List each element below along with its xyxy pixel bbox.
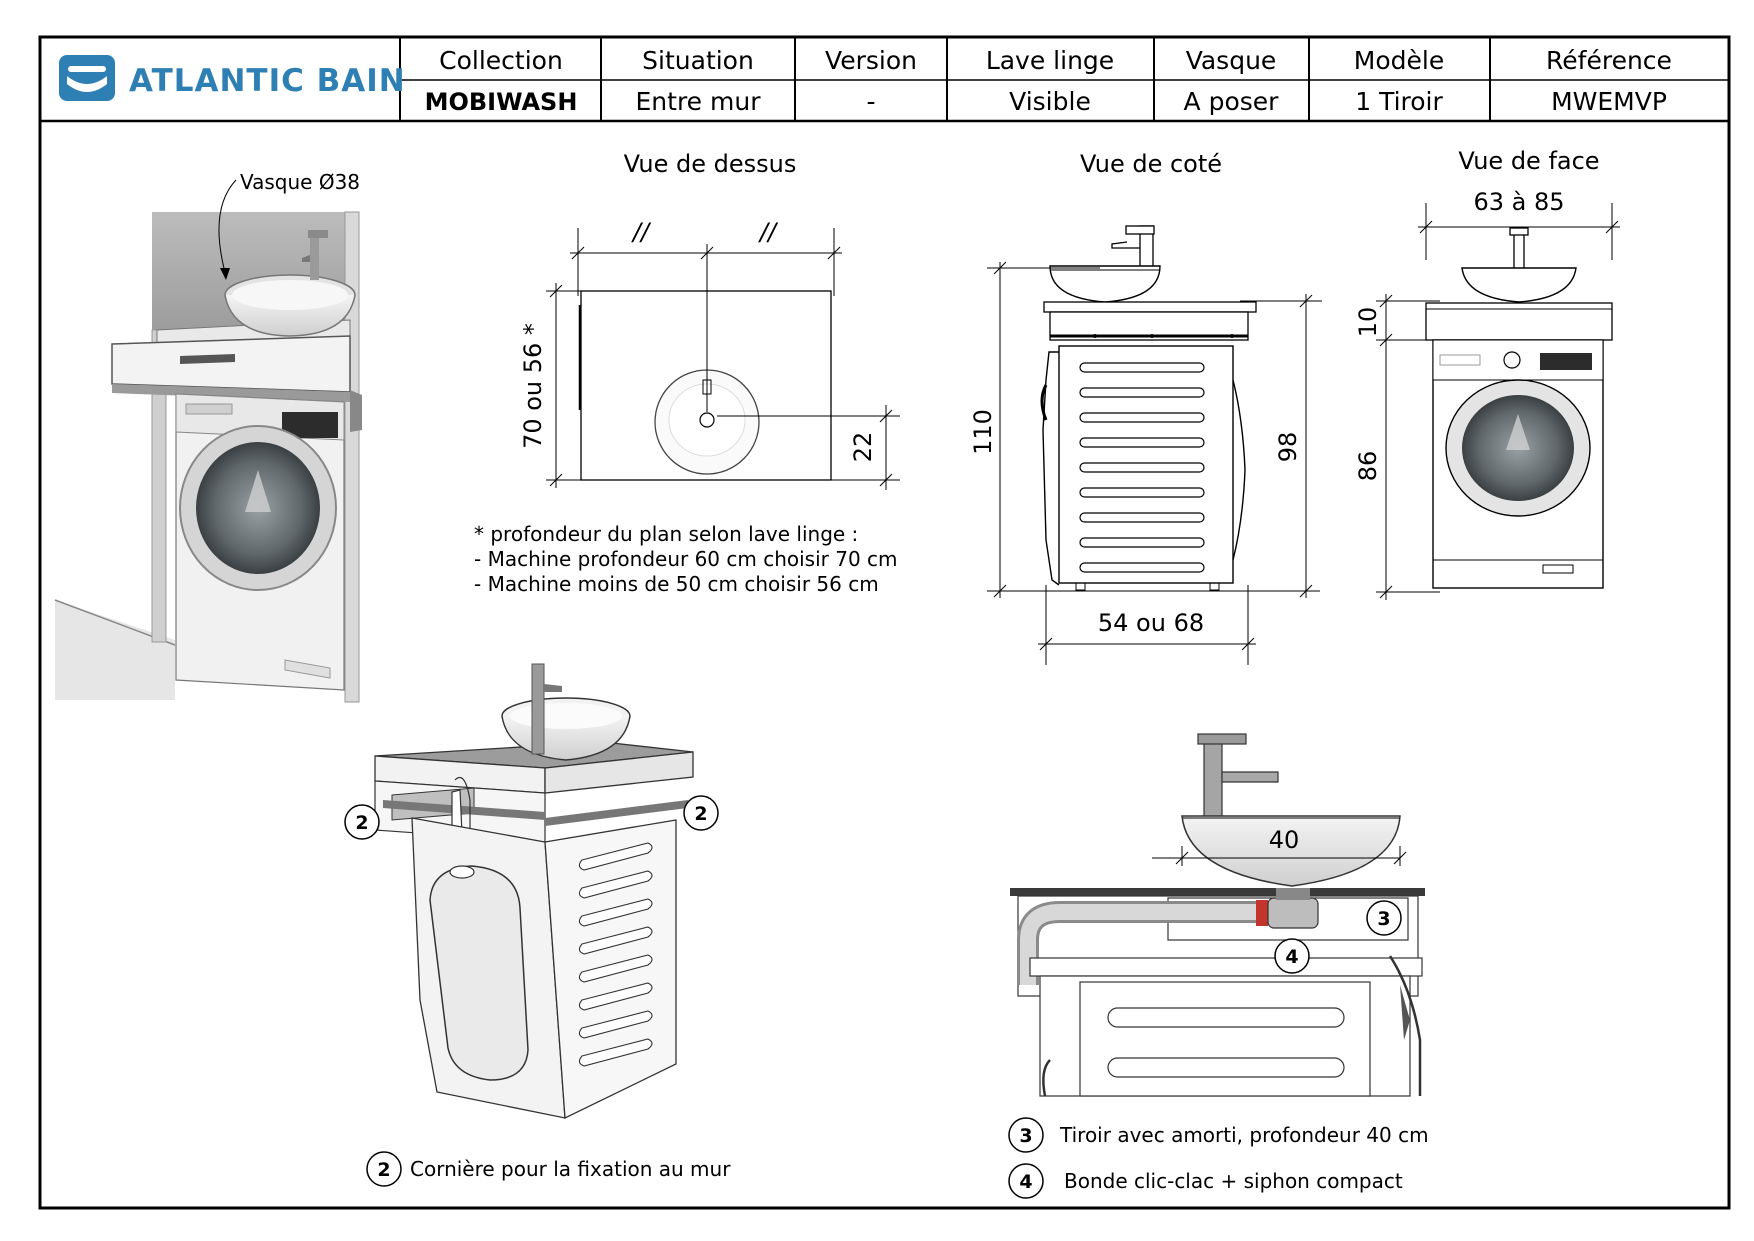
side-vent-slots [1079, 362, 1205, 573]
top-view-half-width-left: // [631, 218, 652, 246]
svg-text:2: 2 [694, 803, 707, 825]
header-column-dividers [399, 37, 1491, 121]
legend-3-text: Tiroir avec amorti, profondeur 40 cm [1059, 1123, 1429, 1147]
marker-2-right: 2 [683, 795, 719, 831]
legend-item-4: 4 Bonde clic-clac + siphon compact [1008, 1163, 1403, 1199]
header-value-reference: MWEMVP [1551, 87, 1667, 116]
header-label-reference: Référence [1546, 46, 1672, 75]
cabinet-vent-slots [578, 842, 653, 1067]
side-view-drawing [987, 225, 1322, 665]
front-view-machine-height: 86 [1354, 451, 1382, 482]
depth-note-line-60cm: - Machine profondeur 60 cm choisir 70 cm [474, 547, 898, 571]
top-view-offset-dimension: 22 [849, 432, 877, 463]
header-value-collection: MOBIWASH [425, 88, 578, 116]
side-view-title: Vue de coté [1080, 150, 1222, 178]
isometric-cabinet-render [374, 663, 694, 1120]
legend-item-2: 2 Cornière pour la fixation au mur [366, 1151, 731, 1187]
header-value-vasque: A poser [1184, 87, 1280, 116]
section-detail-drawing [1010, 733, 1425, 1097]
header-label-version: Version [825, 46, 917, 75]
legend-2-text: Cornière pour la fixation au mur [410, 1157, 731, 1181]
front-view-width-dimension: 63 à 85 [1473, 188, 1564, 216]
header-label-situation: Situation [642, 46, 754, 75]
depth-note-line-50cm: - Machine moins de 50 cm choisir 56 cm [474, 572, 879, 596]
perspective-render [54, 211, 362, 703]
marker-4: 4 [1274, 938, 1310, 974]
legend-item-3: 3 Tiroir avec amorti, profondeur 40 cm [1008, 1117, 1429, 1153]
brand-logo: ATLANTIC BAIN [59, 55, 406, 101]
header-label-lave-linge: Lave linge [986, 46, 1114, 75]
side-view-machine-height: 98 [1274, 432, 1302, 463]
top-view-title: Vue de dessus [624, 150, 797, 178]
top-view-drawing [546, 228, 900, 490]
basin-leader-arrow [218, 179, 237, 277]
front-view-title: Vue de face [1458, 147, 1599, 175]
svg-text:4: 4 [1285, 946, 1298, 968]
marker-3: 3 [1366, 900, 1402, 936]
side-view-depth-dimension: 54 ou 68 [1098, 609, 1204, 637]
basin-diameter-label: Vasque Ø38 [240, 170, 360, 194]
front-view-drawing [1376, 203, 1620, 600]
side-view-total-height: 110 [969, 409, 997, 455]
basin-diameter-dimension: 40 [1269, 826, 1300, 854]
header-value-version: - [866, 87, 875, 116]
front-view-top-thickness: 10 [1354, 307, 1382, 338]
svg-text:2: 2 [377, 1159, 390, 1181]
header-label-collection: Collection [439, 46, 563, 75]
svg-text:2: 2 [355, 812, 368, 834]
marker-2-left: 2 [344, 804, 380, 840]
top-view-depth-dimension: 70 ou 56 * [519, 323, 547, 449]
brand-name: ATLANTIC BAIN [129, 63, 406, 99]
header-label-modele: Modèle [1354, 46, 1444, 75]
svg-text:3: 3 [1019, 1125, 1032, 1147]
header-label-vasque: Vasque [1186, 46, 1277, 75]
sheet-frame [38, 35, 1731, 1210]
svg-text:4: 4 [1019, 1171, 1032, 1193]
header-value-modele: 1 Tiroir [1355, 87, 1443, 116]
header-value-situation: Entre mur [636, 87, 762, 116]
svg-text:3: 3 [1377, 908, 1390, 930]
legend-4-text: Bonde clic-clac + siphon compact [1064, 1169, 1403, 1193]
depth-note-heading: * profondeur du plan selon lave linge : [474, 522, 858, 546]
top-view-half-width-right: // [758, 218, 779, 246]
header-value-lave-linge: Visible [1009, 87, 1091, 116]
